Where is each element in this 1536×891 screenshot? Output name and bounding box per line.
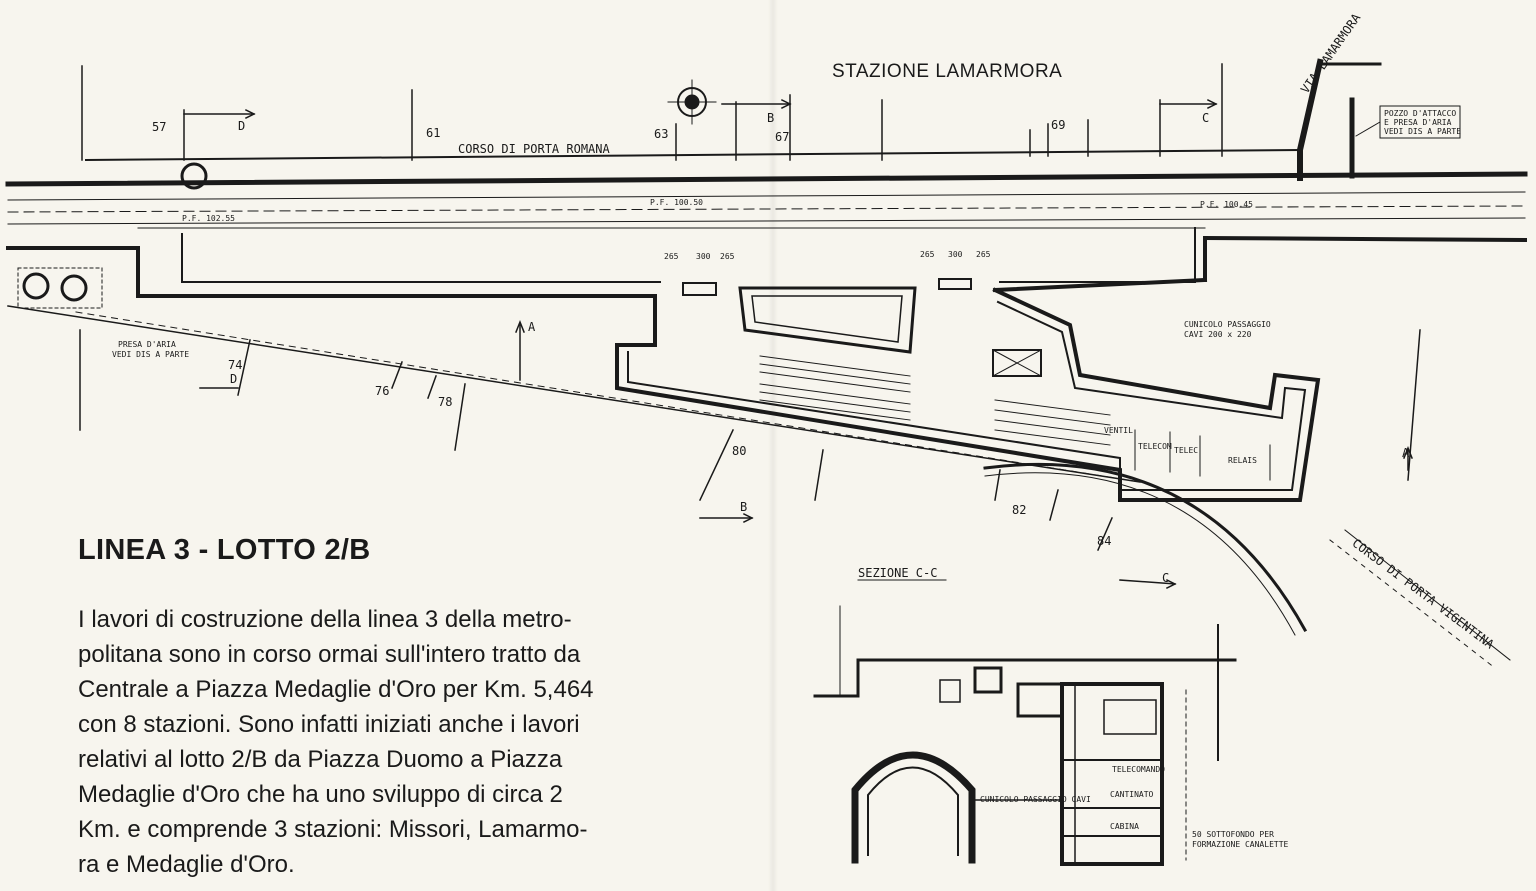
section-marker-b-top: B <box>767 111 775 125</box>
dimension-label: 265 <box>976 250 991 259</box>
article-heading: LINEA 3 - LOTTO 2/B <box>78 534 371 566</box>
building-number: 80 <box>732 444 747 458</box>
dimension-label: 300 <box>696 252 711 261</box>
building-number: 69 <box>1051 118 1066 132</box>
section-cc-room: CABINA <box>1110 822 1139 831</box>
room-label: VENTIL <box>1104 426 1133 435</box>
dimension-label: 265 <box>720 252 735 261</box>
body-line: Medaglie d'Oro che ha uno sviluppo di ci… <box>78 781 563 808</box>
section-cc-room: TELECOMANDO <box>1112 765 1165 774</box>
section-cc-room: CANTINATO <box>1110 790 1154 799</box>
section-cc-cunicolo: CUNICOLO PASSAGGIO CAVI <box>980 795 1091 804</box>
building-number: 61 <box>426 126 441 140</box>
annotation-pozzo: VEDI DIS A PARTE <box>1384 127 1462 136</box>
section-marker-b-bottom: B <box>740 500 748 514</box>
section-marker-c-top: C <box>1202 111 1210 125</box>
station-title: STAZIONE LAMARMORA <box>832 61 1063 82</box>
dimension-label: P.F. 100.45 <box>1200 200 1253 209</box>
section-marker-a-right: A <box>1402 446 1410 460</box>
building-number: 63 <box>654 127 669 141</box>
section-marker-a-left: A <box>528 320 536 334</box>
annotation-pozzo: E PRESA D'ARIA <box>1384 118 1452 127</box>
building-number: 78 <box>438 395 453 409</box>
building-number: 82 <box>1012 503 1027 517</box>
dimension-label: 265 <box>664 252 679 261</box>
section-cc-title: SEZIONE C-C <box>858 566 938 580</box>
body-line: Centrale a Piazza Medaglie d'Oro per Km.… <box>78 676 594 703</box>
annotation-presa-aria: VEDI DIS A PARTE <box>112 350 190 359</box>
building-number: 67 <box>775 130 790 144</box>
room-label: TELECOM <box>1138 442 1172 451</box>
room-label: TELEC <box>1174 446 1199 455</box>
dimension-label: 300 <box>948 250 963 259</box>
room-label: RELAIS <box>1228 456 1257 465</box>
building-number: 76 <box>375 384 390 398</box>
section-marker-c-bottom: C <box>1162 571 1170 585</box>
annotation-cunicolo: CUNICOLO PASSAGGIO <box>1184 320 1271 329</box>
dimension-label: P.F. 102.55 <box>182 214 235 223</box>
annotation-cunicolo: CAVI 200 x 220 <box>1184 330 1252 339</box>
annotation-pozzo: POZZO D'ATTACCO <box>1384 109 1457 118</box>
section-marker-d-bottom: D <box>230 372 238 386</box>
dimension-label: 265 <box>920 250 935 259</box>
body-line: Km. e comprende 3 stazioni: Missori, Lam… <box>78 816 588 843</box>
building-number: 84 <box>1097 534 1112 548</box>
body-line: I lavori di costruzione della linea 3 de… <box>78 606 572 633</box>
street-label-corso-porta-romana: CORSO DI PORTA ROMANA <box>458 142 610 156</box>
body-line: con 8 stazioni. Sono infatti iniziati an… <box>78 711 580 738</box>
page-fold-shadow <box>768 0 778 891</box>
building-number: 57 <box>152 120 167 134</box>
body-line: ra e Medaglie d'Oro. <box>78 851 295 878</box>
section-cc-note: 50 SOTTOFONDO PER <box>1192 830 1274 839</box>
dimension-label: P.F. 100.50 <box>650 198 703 207</box>
building-number: 74 <box>228 358 243 372</box>
body-line: relativi al lotto 2/B da Piazza Duomo a … <box>78 746 563 773</box>
section-cc-note: FORMAZIONE CANALETTE <box>1192 840 1289 849</box>
article-body: I lavori di costruzione della linea 3 de… <box>78 602 708 882</box>
section-marker-d-top: D <box>238 119 246 133</box>
annotation-presa-aria: PRESA D'ARIA <box>118 340 176 349</box>
body-line: politana sono in corso ormai sull'intero… <box>78 641 581 668</box>
